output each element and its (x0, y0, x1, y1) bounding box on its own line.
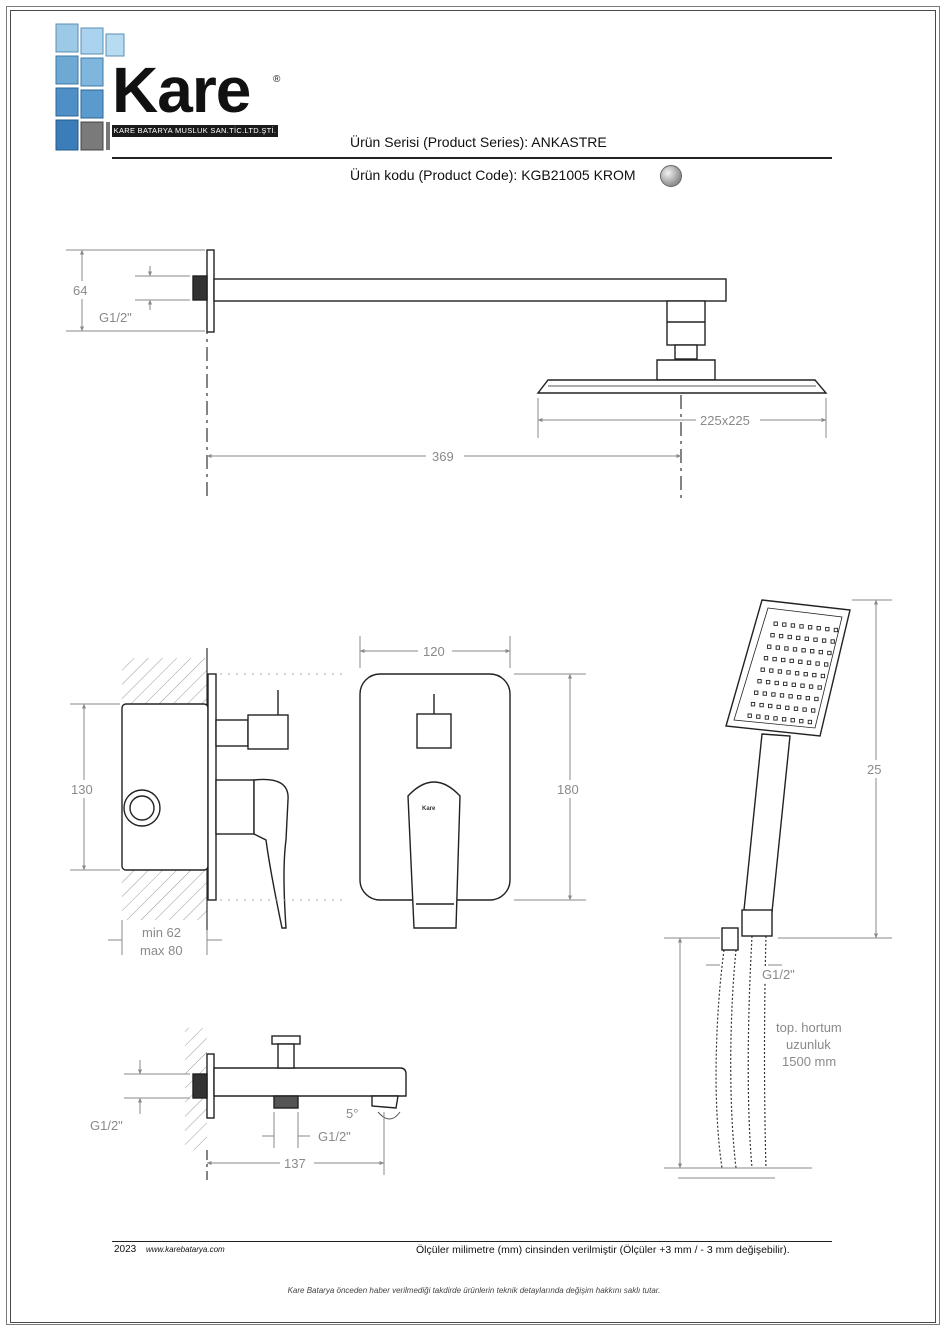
dim-spout-thread-wall: G1/2" (90, 1118, 123, 1133)
hose (715, 935, 767, 1169)
bath-spout (185, 1028, 407, 1180)
outer-frame (6, 6, 940, 1325)
dim-hand-length: 25 (867, 762, 881, 777)
footer-year: 2023 (114, 1244, 137, 1255)
dim-depth-min: min 62 (142, 925, 181, 940)
dim-spout-thread-outlet: G1/2" (318, 1129, 351, 1144)
mixer-front-view (359, 673, 511, 929)
chrome-finish-swatch (660, 165, 682, 187)
product-series: Ürün Serisi (Product Series): ANKASTRE (350, 134, 607, 150)
hose-label-line1: top. hortum (776, 1020, 842, 1035)
dim-head-size: 225x225 (700, 413, 750, 428)
dim-spout-angle: 5° (346, 1106, 358, 1121)
footer-note: Ölçüler milimetre (mm) cinsinden verilmi… (416, 1244, 790, 1256)
brand-name: Kare (112, 54, 251, 126)
hose-label-line3: 1500 mm (782, 1054, 836, 1069)
header-rule (112, 157, 832, 159)
registered-mark: ® (273, 74, 281, 85)
mixer-badge: Kare (422, 806, 436, 812)
dim-box-height: 130 (71, 782, 93, 797)
dim-hose-thread: G1/2" (762, 967, 795, 982)
hose-label-line2: uzunluk (786, 1037, 831, 1052)
dim-plate-width: 120 (423, 644, 445, 659)
dim-head-height: 64 (73, 283, 87, 298)
mixer-side-view (121, 648, 345, 930)
hand-shower (721, 599, 851, 951)
dim-spout-length: 137 (284, 1156, 306, 1171)
centerlines-top (206, 320, 682, 500)
footer-rule (112, 1241, 832, 1242)
product-code: Ürün kodu (Product Code): KGB21005 KROM (350, 167, 636, 183)
dim-plate-height: 180 (557, 782, 579, 797)
kare-logo-icon (55, 23, 125, 151)
shower-head-assembly (192, 249, 828, 394)
company-name: KARE BATARYA MUSLUK SAN.TİC.LTD.ŞTİ. (112, 125, 278, 137)
dim-arm-length: 369 (432, 449, 454, 464)
footer-website: www.karebatarya.com (146, 1245, 225, 1254)
inner-frame (10, 10, 936, 1323)
dim-depth-max: max 80 (140, 943, 183, 958)
dim-head-thread: G1/2" (99, 310, 132, 325)
footer-disclaimer: Kare Batarya önceden haber verilmediği t… (287, 1286, 661, 1295)
